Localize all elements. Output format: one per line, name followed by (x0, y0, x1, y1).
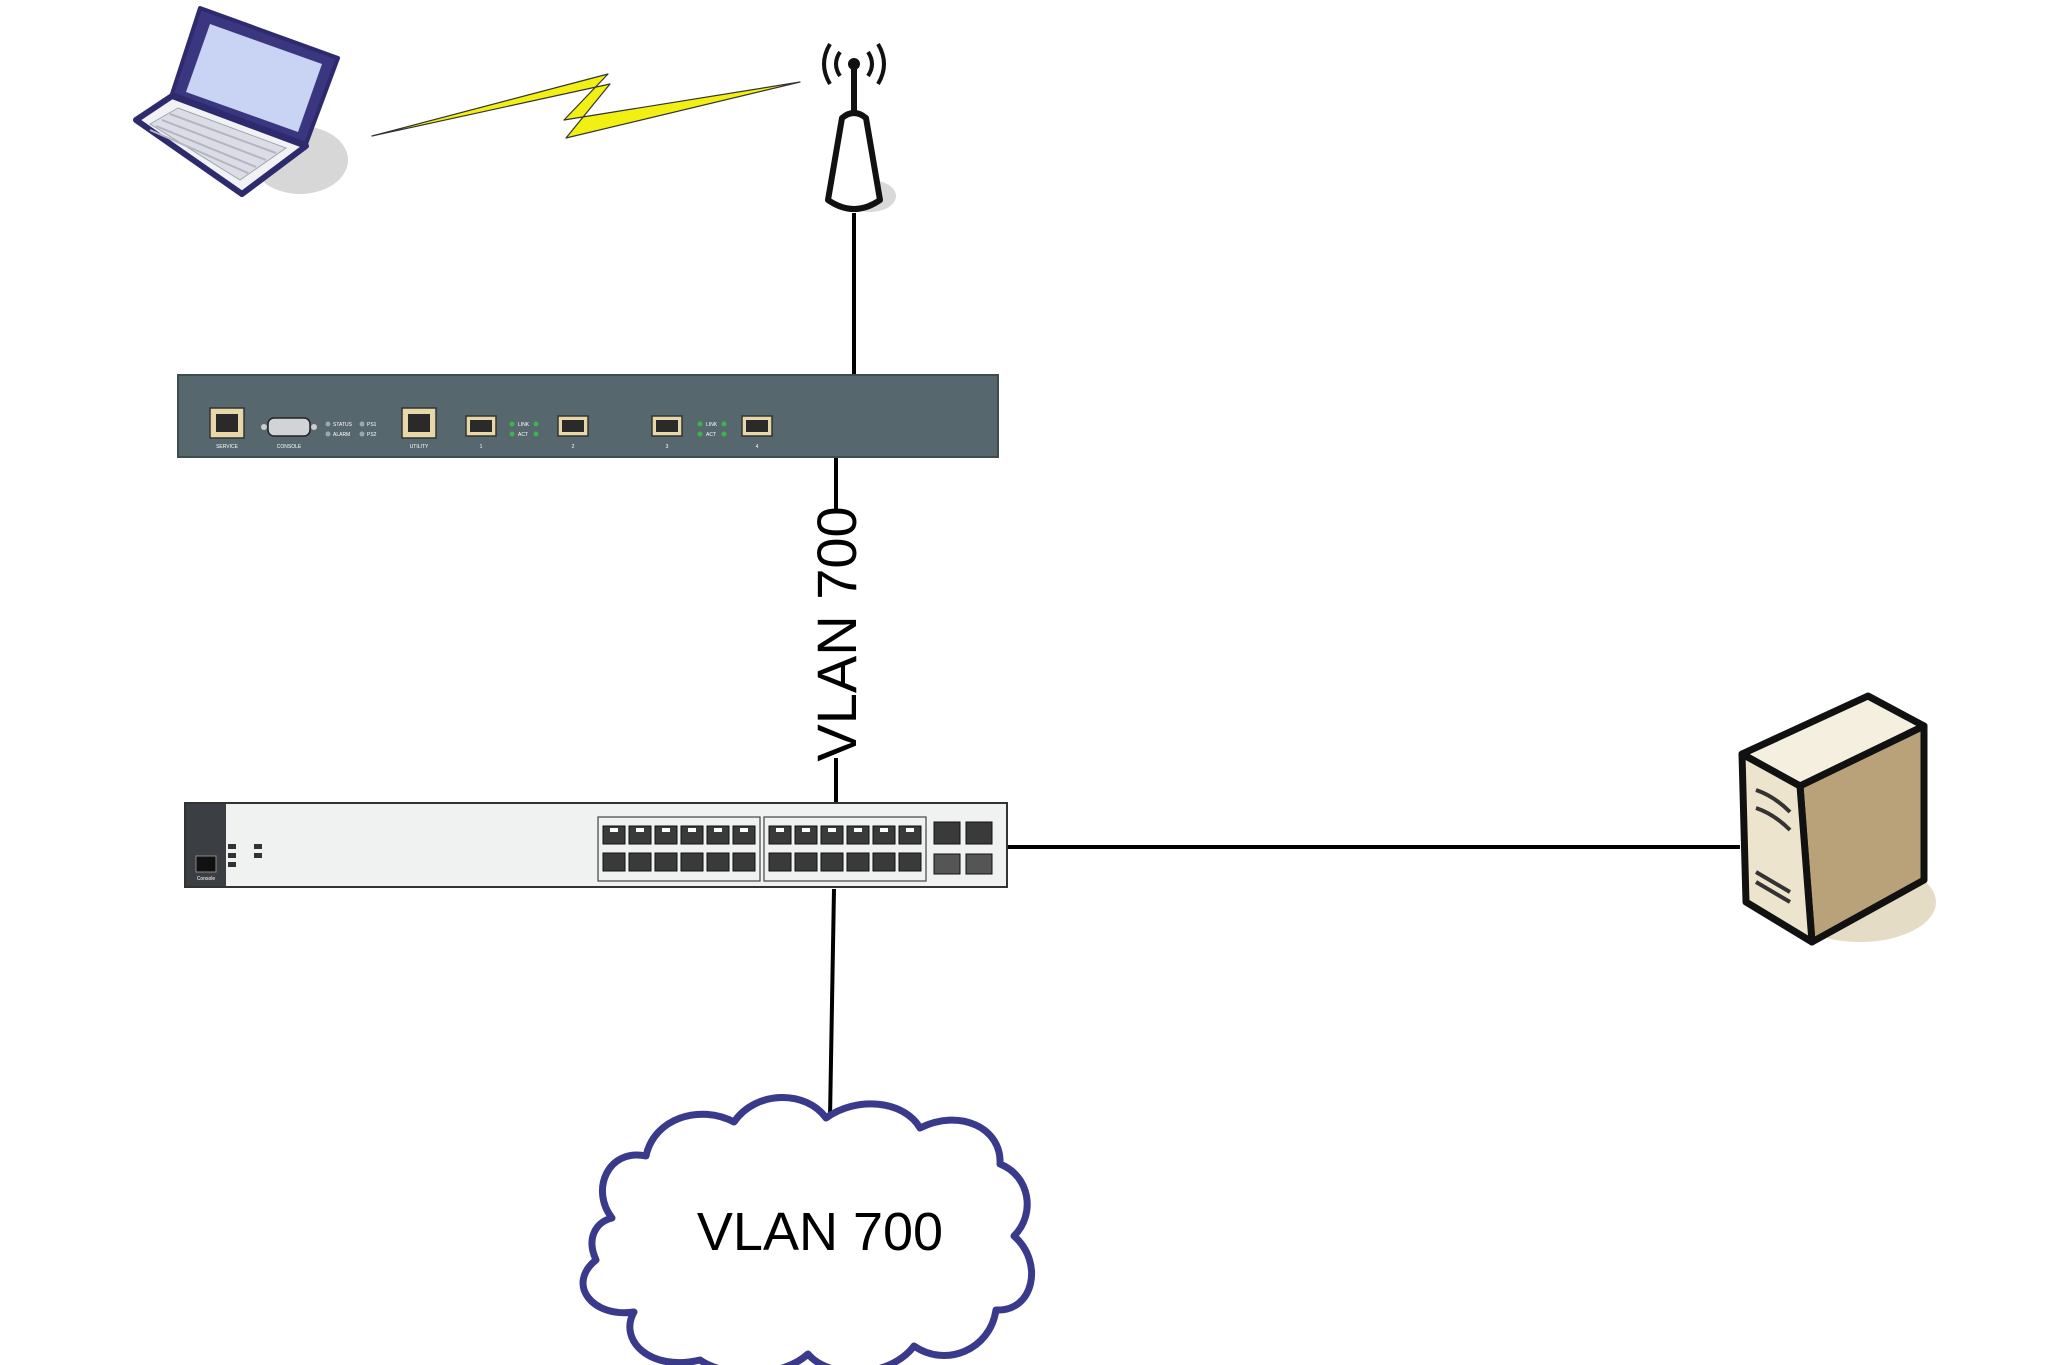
server-icon[interactable] (1738, 692, 1936, 946)
switch-device[interactable]: Console (184, 802, 1008, 888)
cloud-label: VLAN 700 (697, 1202, 943, 1262)
switch-port-clips (610, 828, 914, 832)
antenna-tip (848, 58, 860, 70)
router-port-console[interactable] (261, 417, 317, 437)
laptop-key-rows (149, 113, 277, 174)
antenna-icon[interactable] (822, 42, 896, 212)
switch-port-block-2 (763, 816, 927, 882)
router-label-port-3: 3 (666, 444, 669, 450)
connections (828, 213, 1740, 1119)
vlan-link-label: VLAN 700 (805, 506, 868, 761)
router-link-leds-a (509, 421, 539, 437)
router-label-link-a: LINK (518, 422, 530, 428)
laptop-keyboard (149, 107, 288, 181)
router-port-4[interactable] (741, 415, 773, 437)
router-label-link-b: LINK (706, 422, 718, 428)
laptop-screen (186, 24, 322, 132)
switch-body (184, 802, 1008, 888)
router-label-act-b: ACT (706, 432, 716, 438)
server-drive-bays (1754, 788, 1792, 904)
router-label-console: CONSOLE (277, 444, 302, 450)
router-device[interactable]: SERVICE CONSOLE UTILITY 1 2 3 4 STATUS A… (177, 374, 999, 458)
router-port-utility[interactable] (401, 407, 437, 439)
router-label-alarm: ALARM (333, 432, 350, 438)
wireless-lightning-icon (371, 73, 801, 139)
switch-port-block-1 (597, 816, 761, 882)
switch-ports[interactable] (602, 821, 993, 875)
router-status-leds (325, 421, 365, 437)
router-label-port-2: 2 (572, 444, 575, 450)
router-label-service: SERVICE (216, 444, 239, 450)
antenna-waves (822, 42, 886, 86)
router-label-port-4: 4 (756, 444, 759, 450)
router-label-port-1: 1 (480, 444, 483, 450)
switch-leds (228, 844, 262, 867)
router-label-act-a: ACT (518, 432, 528, 438)
router-port-3[interactable] (651, 415, 683, 437)
router-port-1[interactable] (465, 415, 497, 437)
switch-left-panel (186, 804, 226, 886)
router-port-service[interactable] (209, 407, 245, 439)
switch-console-label: Console (197, 876, 216, 882)
router-label-ps2: PS2 (367, 432, 377, 438)
switch-console-port[interactable] (195, 855, 217, 873)
server-front (1738, 750, 1816, 946)
router-label-ps1: PS1 (367, 422, 377, 428)
link-switch-cloud (828, 888, 836, 1119)
antenna-body (825, 110, 883, 212)
vlan-cloud-icon[interactable]: VLAN 700 (579, 1094, 1036, 1365)
cloud-shape (579, 1094, 1036, 1365)
router-link-leds-b (697, 421, 727, 437)
router-label-utility: UTILITY (410, 444, 429, 450)
router-label-status: STATUS (333, 422, 353, 428)
laptop-icon[interactable] (133, 6, 348, 197)
router-port-2[interactable] (557, 415, 589, 437)
